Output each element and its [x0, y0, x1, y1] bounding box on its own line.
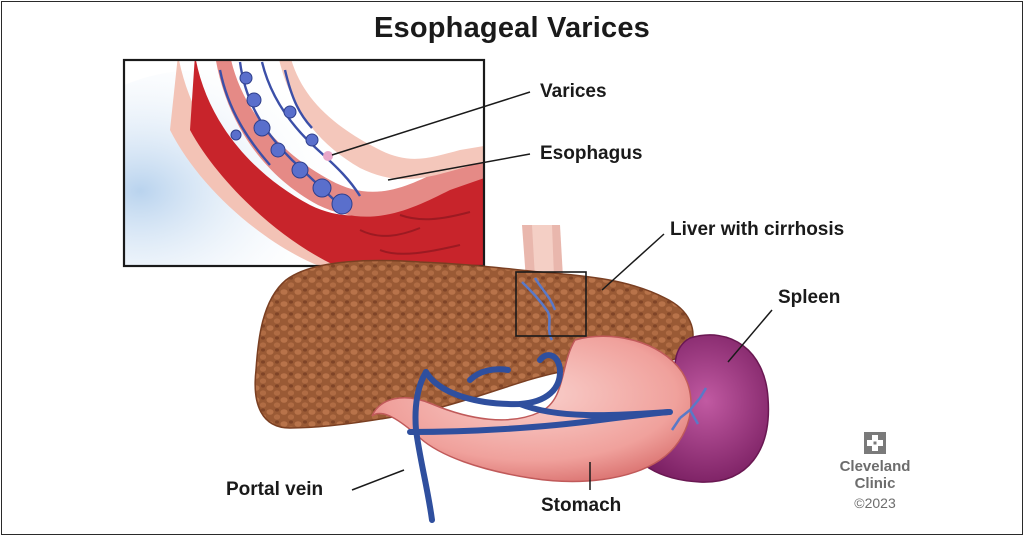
label-spleen: Spleen — [778, 287, 841, 308]
label-varices: Varices — [540, 81, 607, 102]
brand-copyright: ©2023 — [854, 495, 896, 511]
leader-lines — [331, 91, 773, 491]
stomach-shape — [371, 335, 692, 483]
label-esophagus: Esophagus — [540, 143, 643, 164]
brand-name-line2: Clinic — [854, 475, 896, 492]
brand-name-line1: Cleveland — [839, 458, 911, 475]
label-portal-vein: Portal vein — [226, 479, 324, 500]
diagram-title: Esophageal Varices — [373, 12, 651, 44]
cleveland-clinic-logo-icon — [864, 432, 886, 454]
label-stomach: Stomach — [541, 495, 622, 516]
label-liver: Liver with cirrhosis — [670, 219, 845, 240]
varices-small — [521, 277, 708, 431]
inset-esophagus-closeup — [124, 60, 484, 266]
vein-network — [407, 352, 673, 523]
inset-locator-box — [515, 271, 587, 337]
brand-block: Cleveland Clinic ©2023 — [836, 432, 914, 513]
